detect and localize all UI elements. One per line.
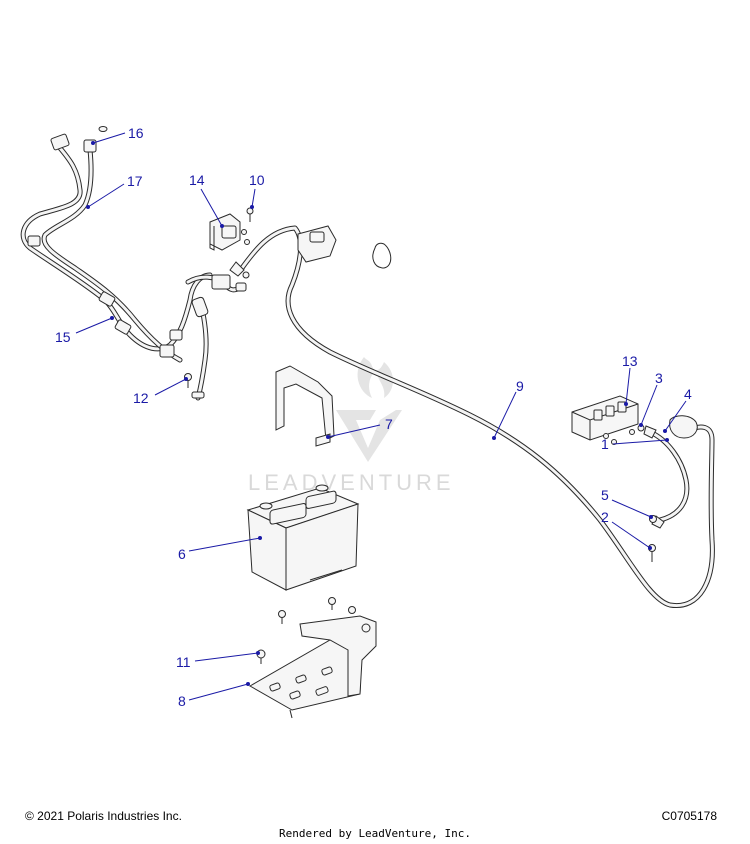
callout-16[interactable]: 16 <box>91 125 144 145</box>
callout-label: 4 <box>684 386 692 402</box>
callout-label: 12 <box>133 390 149 406</box>
callout-label: 17 <box>127 173 143 189</box>
callout-label: 16 <box>128 125 144 141</box>
callout-4[interactable]: 4 <box>663 386 692 433</box>
callout-11[interactable]: 11 <box>176 651 260 670</box>
callout-2[interactable]: 2 <box>601 509 652 550</box>
callout-7[interactable]: 7 <box>326 416 393 439</box>
callout-12[interactable]: 12 <box>133 377 188 406</box>
callout-label: 5 <box>601 487 609 503</box>
callout-label: 2 <box>601 509 609 525</box>
callout-label: 14 <box>189 172 205 188</box>
part-1-ground-cable <box>643 425 690 529</box>
rendered-by-text: Rendered by LeadVenture, Inc. <box>278 827 472 840</box>
callout-8[interactable]: 8 <box>178 682 250 709</box>
part-15-17-harness <box>20 133 247 401</box>
part-16-grommet <box>98 126 108 132</box>
callout-15[interactable]: 15 <box>55 316 114 345</box>
cable-tie <box>372 242 392 269</box>
callout-label: 1 <box>601 436 609 452</box>
callout-6[interactable]: 6 <box>178 536 262 562</box>
callout-14[interactable]: 14 <box>189 172 224 228</box>
callout-1[interactable]: 1 <box>601 436 669 452</box>
callout-10[interactable]: 10 <box>249 172 265 209</box>
watermark-v-icon <box>336 410 402 462</box>
callout-label: 7 <box>385 416 393 432</box>
part-7-hold-down-strap <box>275 365 335 447</box>
callout-label: 15 <box>55 329 71 345</box>
part-13-terminal-block <box>571 395 639 445</box>
callout-9[interactable]: 9 <box>492 378 524 440</box>
watermark-text: LEADVENTURE <box>248 470 455 495</box>
callout-label: 8 <box>178 693 186 709</box>
callout-label: 11 <box>176 654 191 670</box>
part-8-battery-tray <box>248 615 377 719</box>
callout-label: 13 <box>622 353 638 369</box>
watermark: LEADVENTURE <box>248 357 455 495</box>
copyright-text: © 2021 Polaris Industries Inc. <box>25 809 182 823</box>
callout-3[interactable]: 3 <box>639 370 663 427</box>
callout-label: 9 <box>516 378 524 394</box>
part-14-relay-bracket <box>209 213 241 251</box>
callout-label: 6 <box>178 546 186 562</box>
callout-5[interactable]: 5 <box>601 487 653 519</box>
part-10-screw <box>241 207 254 279</box>
part-6-battery <box>246 484 360 591</box>
callout-label: 10 <box>249 172 265 188</box>
part-9-battery-cable <box>229 225 715 609</box>
callout-label: 3 <box>655 370 663 386</box>
callout-17[interactable]: 17 <box>86 173 143 209</box>
callout-13[interactable]: 13 <box>622 353 638 406</box>
figure-code: C0705178 <box>661 809 717 823</box>
